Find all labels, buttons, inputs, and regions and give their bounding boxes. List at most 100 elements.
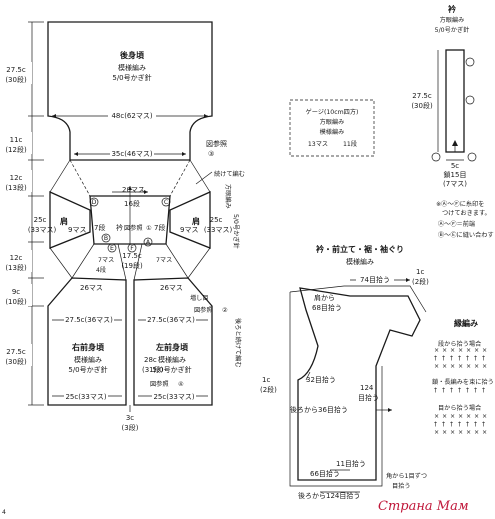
- stitch-mark: ×: [450, 413, 455, 420]
- stitch-mark: †: [434, 421, 437, 428]
- yoke-rows-16: 16段: [124, 199, 140, 208]
- edge-pattern-rows: 段から拾う場合: [438, 340, 481, 348]
- collar-note-2: つけておきます。: [442, 210, 491, 217]
- stitch-mark: ×: [474, 347, 479, 354]
- increase-see-num: ②: [222, 307, 228, 314]
- collar-length: 27.5c: [412, 92, 432, 100]
- front-see-ref: 図参照: [150, 380, 169, 388]
- side-masu-26-right: 26マス: [160, 284, 183, 292]
- collar-note-4: Ⓑ〜Ⓔに縫い合わす: [438, 231, 494, 239]
- stitch-mark: †: [458, 421, 461, 428]
- back-continue-note: 続けて編む: [214, 170, 245, 178]
- back-width-48: 48c(62マス): [111, 112, 152, 120]
- side-masu-26-left: 26マス: [80, 284, 103, 292]
- stitch-mark: ×: [442, 347, 447, 354]
- bottom-gap: 3c: [126, 414, 134, 422]
- corner-note-2: 目拾う: [392, 482, 411, 490]
- stitch-mark: ×: [442, 413, 447, 420]
- left-front-hem: 25c(33マス): [153, 393, 194, 401]
- collar-start-masu: (7マス): [443, 180, 467, 188]
- front-see-num: ④: [178, 381, 184, 388]
- bottom-gap-rows: (3段): [122, 423, 139, 432]
- left-dimensions: 27.5c (30段) 11c (12段) 12c (13段) 25c (33マ…: [2, 21, 57, 406]
- gauge-box: ゲージ(10cm四方) 方眼編み 模様編み 13マス 11段: [289, 99, 375, 157]
- shoulder-label-right: 肩: [192, 216, 200, 226]
- left-front-hook: 5/0号かぎ針: [152, 365, 191, 374]
- stitch-mark: †: [450, 421, 453, 428]
- dim-shoulder-masu-right: (33マス): [204, 226, 233, 234]
- stitch-mark: †: [466, 421, 469, 428]
- back-continue-vertical: 後ろと続けて編む: [234, 318, 242, 368]
- yoke-rows-19: (19段): [121, 261, 143, 270]
- right-front-hem: 25c(33マス): [65, 393, 106, 401]
- stitch-mark: ×: [466, 413, 471, 420]
- right-front-hook: 5/0号かぎ針: [68, 365, 107, 374]
- gauge-rows: 11段: [343, 140, 357, 148]
- stitch-mark: ×: [450, 429, 455, 436]
- stitch-mark: †: [466, 355, 469, 362]
- edge-1c-right: 1c: [416, 268, 424, 276]
- gauge-title: ゲージ(10cm四方): [306, 108, 359, 116]
- back-body-stitch: 模様編み: [118, 63, 146, 72]
- dim-waist-rows: (10段): [5, 297, 27, 306]
- edge-rows-left: (2段): [260, 385, 277, 394]
- marker-e: E: [110, 245, 114, 252]
- stitch-mark: †: [450, 387, 453, 394]
- left-front-stitch: 模様編み: [158, 355, 186, 364]
- collar-width: 5c: [451, 162, 459, 170]
- stitch-mark: ×: [482, 347, 487, 354]
- yoke-masu-20: 20マス: [122, 186, 145, 194]
- collar-stitch: 方眼編み: [440, 16, 465, 24]
- dim-back-rows: (30段): [5, 75, 27, 84]
- stitch-mark: †: [482, 387, 485, 394]
- gauge-masu: 13マス: [308, 141, 328, 148]
- marker-d: D: [92, 199, 97, 206]
- pickup-11: 11目拾う: [336, 459, 366, 468]
- stitch-mark: ×: [482, 429, 487, 436]
- dim-upper-rows: (13段): [5, 183, 27, 192]
- dim-shoulder-width: 25c: [34, 216, 47, 224]
- shoulder-hook-vertical: 5/0号かぎ針: [232, 214, 240, 249]
- stitch-mark: ×: [434, 413, 439, 420]
- stitch-mark: †: [474, 387, 477, 394]
- stitch-mark: ×: [482, 413, 487, 420]
- pickup-back-124: 後ろから124目拾う: [298, 491, 360, 500]
- right-front-stitch: 模様編み: [74, 355, 102, 364]
- stitch-mark: †: [434, 355, 437, 362]
- increase-see-ref: 図参照: [194, 306, 213, 314]
- pickup-66: 66目拾う: [310, 469, 340, 478]
- stitch-mark: ×: [442, 363, 447, 370]
- back-body-piece: 後身頃 模様編み 5/0号かぎ針 48c(62マス) 35c(46マス) 図参照…: [47, 21, 245, 185]
- left-front-width: 27.5c(36マス): [147, 316, 195, 324]
- shoulder-masu-9-right: 9マス: [180, 226, 198, 234]
- marker-a: A: [146, 239, 151, 246]
- pickup-back-36: 後ろから36目拾う: [290, 405, 348, 414]
- shoulder-masu-9-left: 9マス: [68, 226, 86, 234]
- collar-piece: 衿 方眼編み 5/0号かぎ針 27.5c (30段) 5c 鎖15目 (7マス)…: [411, 4, 493, 239]
- collar-hook: 5/0号かぎ針: [435, 26, 470, 34]
- stitch-mark: ×: [474, 429, 479, 436]
- marker-f: F: [130, 245, 134, 252]
- stitch-mark: †: [442, 355, 445, 362]
- dim-front-rows: (30段): [5, 357, 27, 366]
- edging-title: 衿・前立て・裾・袖ぐり: [316, 244, 404, 254]
- dim-shoulder-width-right: 25c: [210, 216, 223, 224]
- dim-back-height: 27.5c: [6, 66, 26, 74]
- page-number: 4: [2, 509, 6, 516]
- back-body-title: 後身頃: [120, 50, 145, 60]
- stitch-mark: ×: [474, 413, 479, 420]
- back-body-hook: 5/0号かぎ針: [112, 73, 151, 82]
- marker-c: C: [164, 199, 168, 206]
- pickup-68: 68目拾う: [312, 303, 342, 312]
- dim-upper-height: 12c: [10, 174, 23, 182]
- shoulder-rows-7-left: 7段: [94, 223, 105, 232]
- stitch-mark: ×: [466, 363, 471, 370]
- dim-armhole-height: 11c: [10, 136, 23, 144]
- dim-shoulder-masu: (33マス): [28, 226, 57, 234]
- collar-title: 衿: [448, 4, 456, 14]
- stitch-mark: †: [482, 421, 485, 428]
- dim-front-height: 27.5c: [6, 348, 26, 356]
- gauge-stitch-square: 方眼編み: [320, 118, 345, 126]
- stitch-mark: †: [434, 387, 437, 394]
